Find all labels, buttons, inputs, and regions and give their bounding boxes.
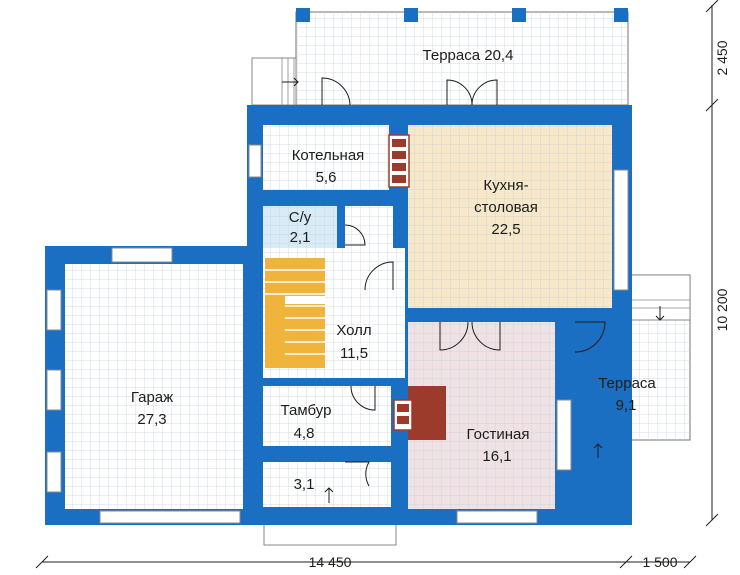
windows: [46, 144, 629, 524]
dim-right: 10 200: [714, 288, 730, 331]
terrace-right-name: Терраса: [598, 375, 656, 392]
room-floors: [65, 125, 612, 509]
hall-area: 11,5: [340, 345, 368, 362]
porch-area-label: 3,1: [294, 476, 315, 493]
boiler-name: Котельная: [292, 147, 365, 164]
fireplace: [393, 386, 446, 440]
garage-area: 27,3: [137, 411, 166, 428]
terrace-top-label: Терраса 20,4: [423, 47, 514, 64]
bath-name: С/у: [289, 209, 312, 226]
dim-bottom-main: 14 450: [309, 554, 352, 570]
kitchen-name-2: столовая: [474, 199, 538, 216]
entry-arrows: [282, 77, 665, 503]
terrace-right-area-label: 9,1: [616, 397, 637, 414]
garage-name: Гараж: [131, 389, 173, 406]
dim-bottom-right: 1 500: [642, 554, 677, 570]
vestibule-name: Тамбур: [281, 402, 332, 419]
dim-top-right: 2 450: [714, 40, 730, 75]
bath-area: 2,1: [290, 229, 311, 246]
kitchen-name: Кухня-: [483, 177, 528, 194]
dimension-lines: [35, 0, 719, 569]
hall-name: Холл: [336, 322, 371, 339]
chimney-boiler: [388, 134, 410, 188]
kitchen-area: 22,5: [491, 221, 520, 238]
living-name: Гостиная: [467, 426, 530, 443]
terrace-top-area: [251, 8, 629, 106]
doors: [321, 77, 606, 487]
boiler-area: 5,6: [316, 169, 337, 186]
vestibule-area: 4,8: [294, 425, 315, 442]
living-area: 16,1: [482, 448, 511, 465]
